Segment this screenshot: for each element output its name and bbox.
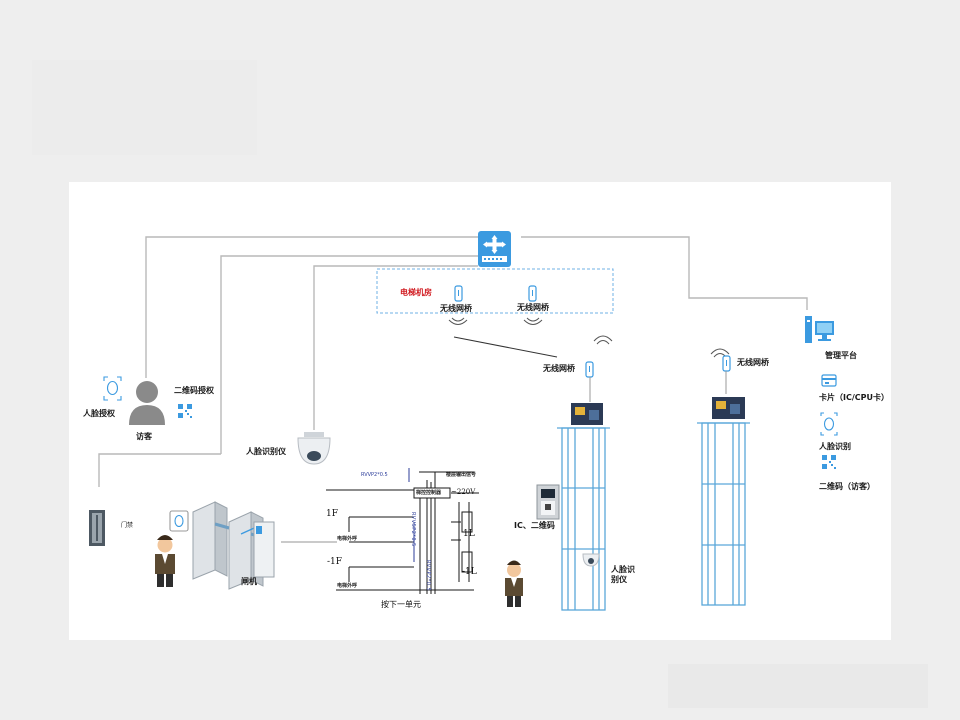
power-label: ~220V [451,488,476,496]
face-id-icon-gate [169,510,189,532]
face-recognition-label: 人脸识别 [819,442,851,451]
network-lines [98,236,808,543]
bridge-icon-car-2 [722,355,731,372]
line-gate-router [220,255,478,454]
machine-room-label: 电梯机房 [400,288,432,297]
wiring-schematic [326,471,479,594]
floor-b1-label: -1F [327,557,343,567]
signal-label: 楼层输出信号 [446,472,477,478]
bridge-icon-car-1 [585,361,594,378]
machine-room-box [376,268,614,314]
face-auth-label: 人脸授权 [83,409,115,418]
person-figure-right [505,560,523,607]
management-platform-label: 管理平台 [825,351,857,360]
computer-icon [805,316,834,343]
card-icon [821,374,837,387]
card-reader-panel [536,484,560,520]
floor-b1l-label: -1L [462,567,477,577]
turnstile-gate-icon [192,501,275,590]
line-door-gate [98,453,221,487]
bridge-icon-room-1 [454,285,463,302]
qr-auth-label: 二维码授权 [174,386,214,395]
face-id-icon-right [820,412,838,436]
elevator-machine-photo-1 [571,403,603,425]
bridge-room-2-label: 无线网桥 [517,303,549,312]
visitor-label: 访客 [136,432,152,441]
elevator-machine-photo-2 [712,397,745,419]
face-id-icon-left [103,376,122,401]
ic-qr-label: IC、二维码 [514,521,555,530]
cable-top-label: RVVP2*0.5 [361,472,388,478]
dome-face-device-label: 人脸识别仪 [246,447,286,456]
floor-1l-label: 1L [463,529,475,539]
network-switch-icon [478,231,511,267]
wireless-link-line [453,336,558,358]
elevator-shaft-1 [557,427,610,611]
hall-call-2-label: 电梯外呼 [337,583,358,589]
qr-code-icon-right [822,455,836,469]
qr-code-icon-left [178,404,192,418]
door-icon [89,510,105,546]
diagram-canvas: 电梯机房 无线网桥 无线网桥 无线网桥 无线网桥 管理平台 卡片（IC/CPU卡… [69,182,891,640]
line-visitor-router [145,236,478,378]
bridge-room-1-label: 无线网桥 [440,304,472,313]
car-camera-icon [582,553,600,567]
cable-v1-label: RVVSP2*0.5 [410,512,416,547]
qr-visitor-label: 二维码（访客） [819,482,875,491]
hall-call-1-label: 电梯外呼 [337,536,358,542]
car-face-device-label: 人脸识 别仪 [611,565,635,584]
gate-label: 闸机 [241,577,257,586]
controller-label: 梯控控制器 [416,490,442,496]
wifi-signal-icons [448,317,730,358]
card-label: 卡片（IC/CPU卡） [819,393,889,402]
floor-1f-label: 1F [326,509,338,519]
bridge-icon-room-2 [528,285,537,302]
bridge-car-1-label: 无线网桥 [543,364,575,373]
elevator-shaft-2 [697,422,750,606]
door-lock-label: 门禁 [121,522,134,529]
cable-v2-label: RVVP2*0.5 [425,560,431,592]
unit-label: 按下一单元 [381,600,421,609]
diagram-graphics [89,231,838,611]
faded-header-area [32,60,257,155]
line-router-platform [521,236,808,310]
person-figure-left [155,535,175,587]
bridge-car-2-label: 无线网桥 [737,358,769,367]
line-dome-router [313,265,478,430]
faded-footer-area [668,664,928,708]
dome-camera-icon [297,432,331,465]
visitor-avatar-icon [129,381,165,425]
